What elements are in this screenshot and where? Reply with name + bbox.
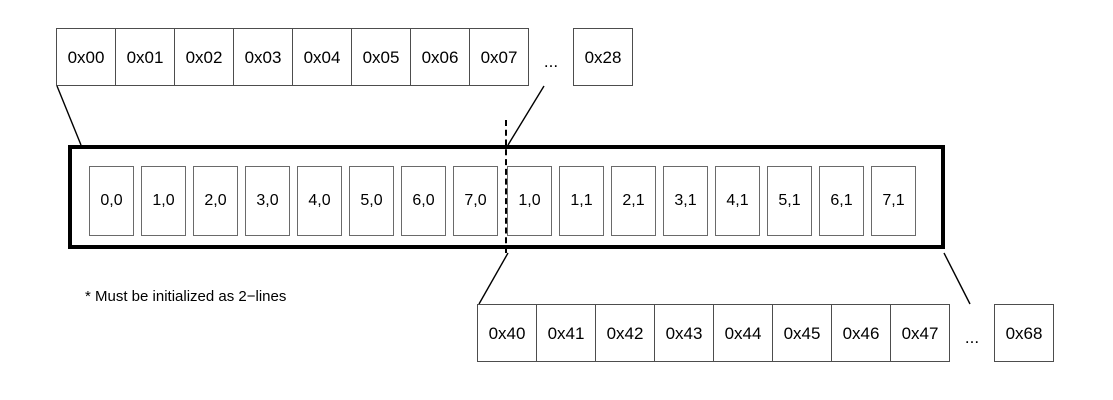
top-address-row: 0x00 0x01 0x02 0x03 0x04 0x05 0x06 0x07 … xyxy=(56,28,633,86)
address-cell: 0x02 xyxy=(174,28,234,86)
ellipsis-separator: ... xyxy=(543,52,559,71)
address-cell: 0x40 xyxy=(477,304,537,362)
word-cell: 4,1 xyxy=(715,166,760,236)
word-cell: 5,1 xyxy=(767,166,812,236)
address-cell: 0x01 xyxy=(115,28,175,86)
address-cell: 0x43 xyxy=(654,304,714,362)
leader-line-top-right xyxy=(507,85,545,146)
line-split-marker xyxy=(505,120,507,253)
word-cell: 6,1 xyxy=(819,166,864,236)
address-cell-tail: 0x68 xyxy=(994,304,1054,362)
word-cell: 1,0 xyxy=(141,166,186,236)
address-cell: 0x44 xyxy=(713,304,773,362)
word-cell: 5,0 xyxy=(349,166,394,236)
word-cell: 2,1 xyxy=(611,166,656,236)
address-cell: 0x04 xyxy=(292,28,352,86)
word-cell: 7,1 xyxy=(871,166,916,236)
bottom-address-row: 0x40 0x41 0x42 0x43 0x44 0x45 0x46 0x47 … xyxy=(477,304,1054,362)
address-cell: 0x00 xyxy=(56,28,116,86)
leader-line-top-left xyxy=(56,85,82,146)
word-cell: 1,1 xyxy=(559,166,604,236)
word-cell: 1,0 xyxy=(507,166,552,236)
address-cell: 0x41 xyxy=(536,304,596,362)
address-cell-tail: 0x28 xyxy=(573,28,633,86)
word-cell: 2,0 xyxy=(193,166,238,236)
address-cell: 0x46 xyxy=(831,304,891,362)
address-cell: 0x06 xyxy=(410,28,470,86)
word-cell: 4,0 xyxy=(297,166,342,236)
word-cell: 3,1 xyxy=(663,166,708,236)
cache-band-cells: 0,0 1,0 2,0 3,0 4,0 5,0 6,0 7,0 1,0 1,1 … xyxy=(89,166,923,236)
address-cell: 0x47 xyxy=(890,304,950,362)
leader-line-bottom-right xyxy=(943,252,971,305)
footnote-text: * Must be initialized as 2−lines xyxy=(85,288,287,305)
word-cell: 7,0 xyxy=(453,166,498,236)
address-cell: 0x03 xyxy=(233,28,293,86)
word-cell: 3,0 xyxy=(245,166,290,236)
address-cell: 0x05 xyxy=(351,28,411,86)
leader-line-bottom-left xyxy=(478,252,509,305)
ellipsis-separator: ... xyxy=(964,328,980,347)
address-cell: 0x07 xyxy=(469,28,529,86)
word-cell: 6,0 xyxy=(401,166,446,236)
address-cell: 0x45 xyxy=(772,304,832,362)
address-cell: 0x42 xyxy=(595,304,655,362)
word-cell: 0,0 xyxy=(89,166,134,236)
